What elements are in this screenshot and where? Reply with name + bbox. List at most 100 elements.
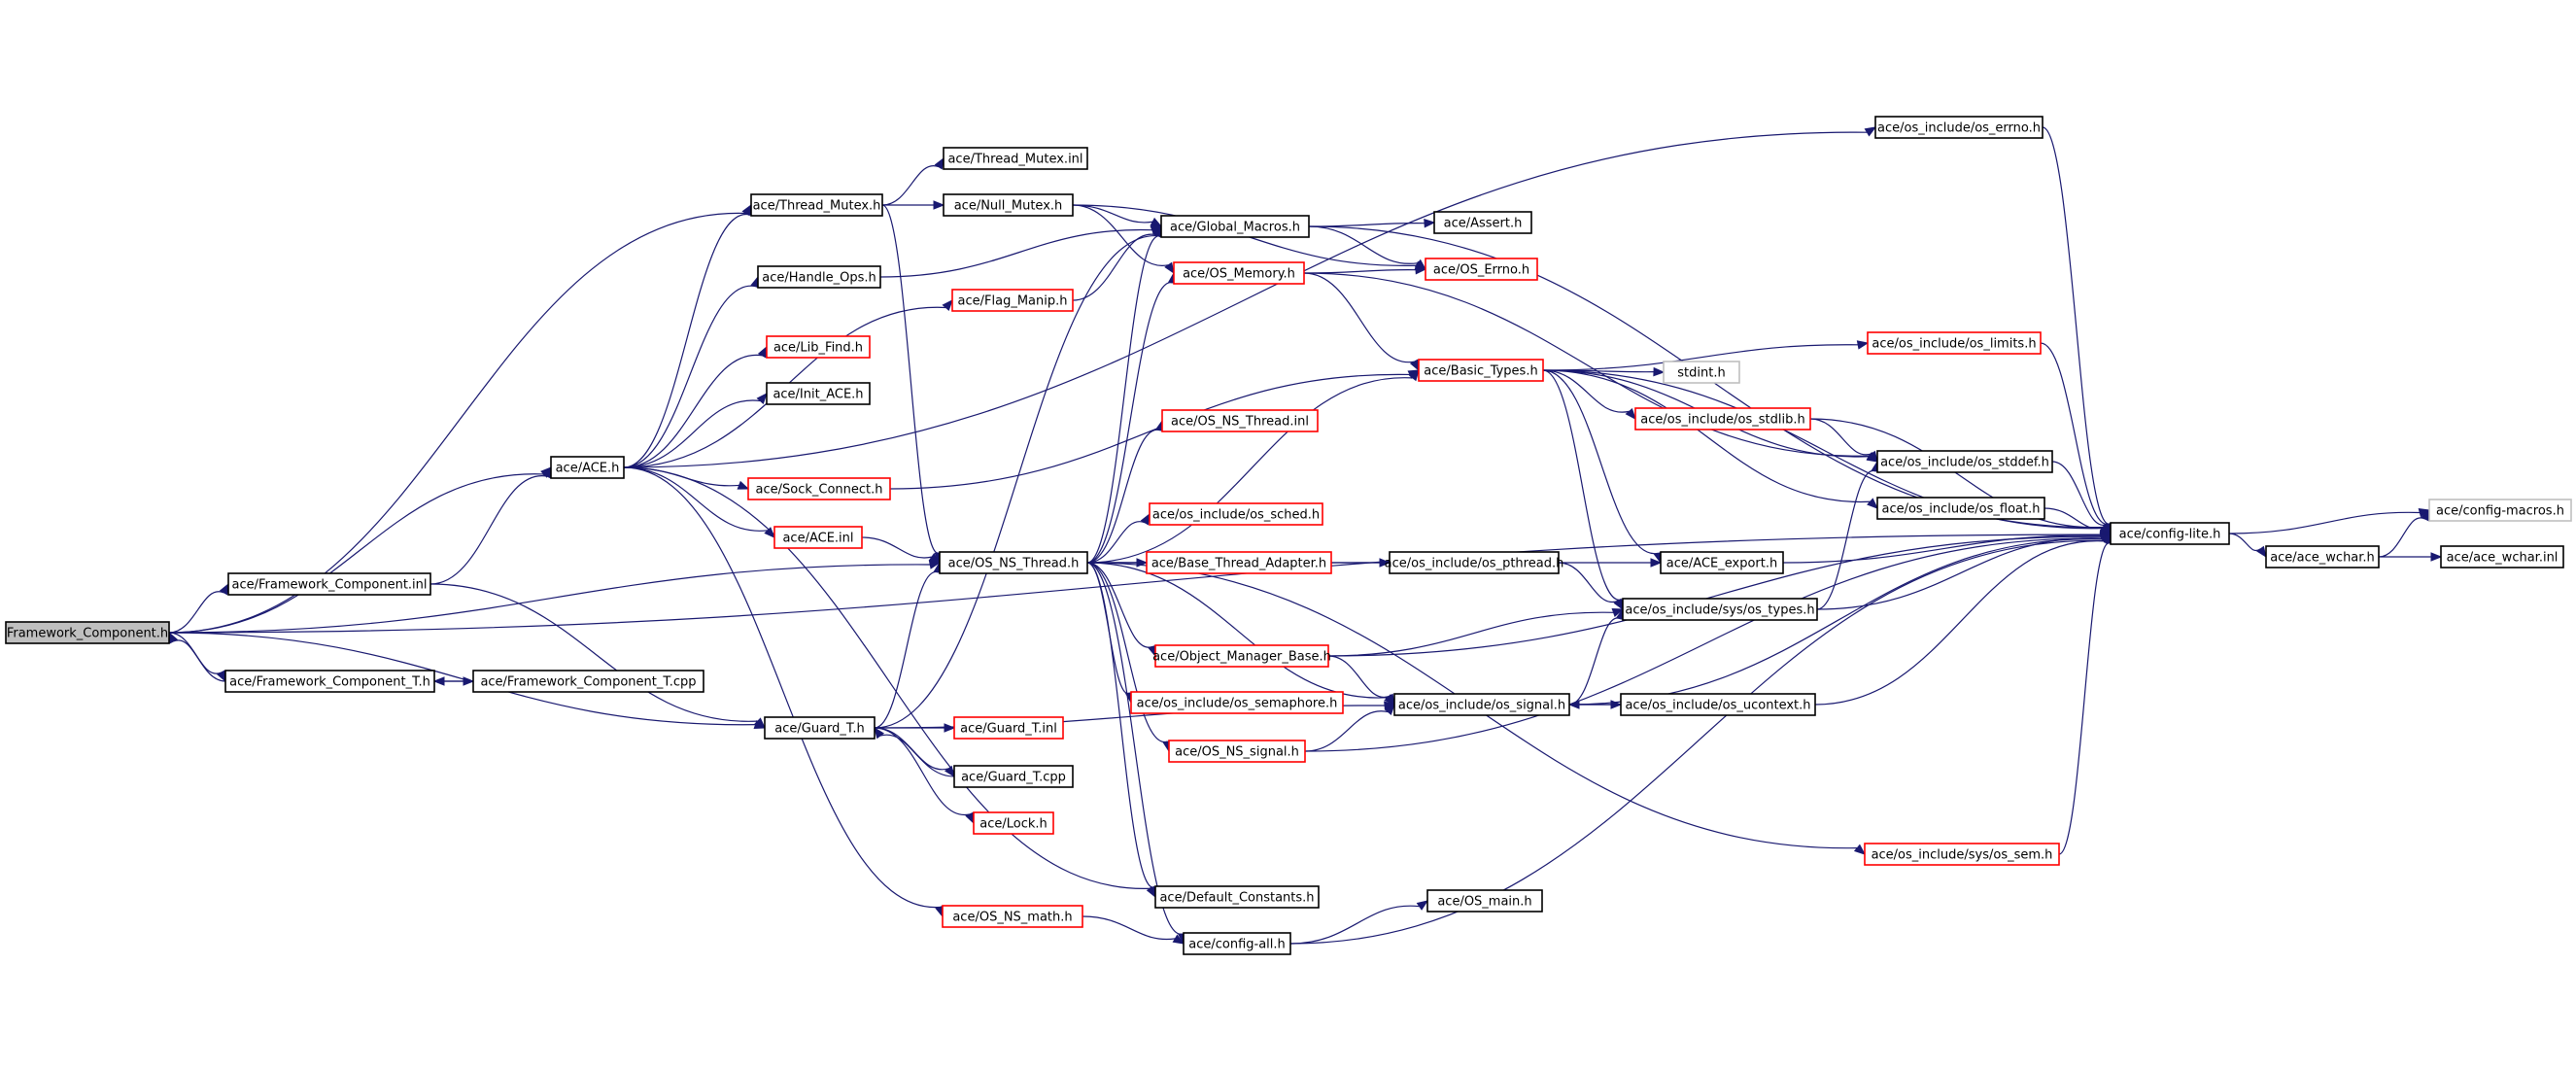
node-stdint-h[interactable]: stdint.h — [1663, 361, 1740, 384]
node-os-sched-h[interactable]: ace/os_include/os_sched.h — [1149, 502, 1323, 526]
edge-os_memory_h-to-os_errno_h — [1303, 269, 1417, 274]
node-os-errno-h[interactable]: ace/OS_Errno.h — [1425, 258, 1538, 281]
node-object-manager-base-h[interactable]: ace/Object_Manager_Base.h — [1152, 644, 1331, 668]
edge-fw_component_t_h-to-framework_component_h — [173, 639, 226, 682]
node-config-macros-h[interactable]: ace/config-macros.h — [2428, 499, 2572, 522]
node-os-stdlib-h[interactable]: ace/os_include/os_stdlib.h — [1634, 407, 1811, 431]
edge-guard_t_cpp-to-guard_t_h — [879, 734, 955, 777]
node-label: ace/Thread_Mutex.h — [753, 199, 881, 214]
node-box — [766, 335, 871, 359]
node-label: ace/Object_Manager_Base.h — [1152, 650, 1331, 665]
node-config-lite-h[interactable]: ace/config-lite.h — [2110, 522, 2230, 545]
node-os-semaphore-h[interactable]: ace/os_include/os_semaphore.h — [1130, 691, 1344, 714]
node-thread-mutex-inl[interactable]: ace/Thread_Mutex.inl — [943, 147, 1088, 170]
node-guard-t-h[interactable]: ace/Guard_T.h — [764, 716, 876, 740]
edge-null_mutex_h-to-os_memory_h — [1072, 204, 1169, 266]
node-os-sem-h[interactable]: ace/os_include/sys/os_sem.h — [1864, 843, 2060, 866]
edge-arrowhead — [1625, 407, 1636, 421]
node-os-memory-h[interactable]: ace/OS_Memory.h — [1173, 261, 1305, 285]
node-label: ace/Lib_Find.h — [773, 341, 863, 356]
edge-ace_h-to-thread_mutex_h — [623, 214, 749, 468]
node-os-stddef-h[interactable]: ace/os_include/os_stddef.h — [1876, 450, 2053, 473]
edge-arrowhead — [1613, 598, 1624, 611]
edge-ace_h-to-ace_inl — [623, 466, 769, 532]
node-basic-types-h[interactable]: ace/Basic_Types.h — [1418, 359, 1544, 382]
node-fw-component-t-cpp[interactable]: ace/Framework_Component_T.cpp — [472, 670, 704, 693]
edge-arrowhead — [933, 200, 945, 210]
node-box — [1867, 331, 2042, 355]
node-os-errno-inc-h[interactable]: ace/os_include/os_errno.h — [1874, 116, 2044, 139]
node-box — [953, 716, 1064, 740]
node-default-constants-h[interactable]: ace/Default_Constants.h — [1154, 885, 1320, 909]
edge-object_manager_base_h-to-os_signal_h — [1327, 655, 1390, 699]
node-fw-component-inl[interactable]: ace/Framework_Component.inl — [227, 572, 431, 596]
edge-arrowhead — [874, 726, 885, 740]
node-box — [942, 905, 1083, 928]
edge-ace_export_h-to-config_lite_h — [1782, 534, 2102, 564]
node-ace-h[interactable]: ace/ACE.h — [550, 456, 625, 479]
node-thread-mutex-h[interactable]: ace/Thread_Mutex.h — [750, 193, 883, 217]
node-ace-wchar-h[interactable]: ace/ace_wchar.h — [2265, 545, 2380, 568]
node-label: ace/ace_wchar.inl — [2447, 551, 2559, 566]
edge-arrowhead — [944, 723, 956, 733]
node-label: ace/Base_Thread_Adapter.h — [1151, 557, 1326, 571]
node-os-float-h[interactable]: ace/os_include/os_float.h — [1876, 497, 2045, 520]
edge-object_manager_base_h-to-config_lite_h — [1327, 535, 2102, 657]
node-os-signal-h[interactable]: ace/os_include/os_signal.h — [1393, 693, 1570, 716]
node-os-limits-h[interactable]: ace/os_include/os_limits.h — [1867, 331, 2042, 355]
node-guard-t-cpp[interactable]: ace/Guard_T.cpp — [953, 765, 1074, 788]
node-os-types-h[interactable]: ace/os_include/sys/os_types.h — [1622, 598, 1818, 621]
node-os-ns-math-h[interactable]: ace/OS_NS_math.h — [942, 905, 1083, 928]
node-framework-component-h[interactable]: Framework_Component.h — [5, 621, 170, 644]
edge-ace_h-to-os_ns_math_h — [623, 466, 940, 909]
node-init-ace-h[interactable]: ace/Init_ACE.h — [766, 382, 871, 405]
node-lib-find-h[interactable]: ace/Lib_Find.h — [766, 335, 871, 359]
edge-framework_component_h-to-config_lite_h — [168, 534, 2102, 634]
edge-os_ns_thread_h-to-default_constants_h — [1086, 562, 1155, 888]
node-guard-t-inl[interactable]: ace/Guard_T.inl — [953, 716, 1064, 740]
node-sock-connect-h[interactable]: ace/Sock_Connect.h — [747, 477, 891, 500]
node-box — [1634, 407, 1811, 431]
edge-arrowhead — [1408, 368, 1420, 382]
node-os-main-h[interactable]: ace/OS_main.h — [1426, 889, 1543, 913]
edge-arrowhead — [1867, 498, 1878, 509]
node-assert-h[interactable]: ace/Assert.h — [1433, 211, 1532, 234]
edge-arrowhead — [1424, 218, 1436, 228]
node-label: ace/Guard_T.h — [774, 722, 864, 737]
node-box — [764, 716, 876, 740]
node-box — [2428, 499, 2572, 522]
node-box — [1130, 691, 1344, 714]
node-global-macros-h[interactable]: ace/Global_Macros.h — [1160, 215, 1310, 238]
node-handle-ops-h[interactable]: ace/Handle_Ops.h — [757, 265, 881, 289]
node-os-ns-thread-h[interactable]: ace/OS_NS_Thread.h — [939, 551, 1088, 574]
node-fw-component-t-h[interactable]: ace/Framework_Component_T.h — [224, 670, 435, 693]
node-label: ace/OS_NS_Thread.h — [948, 557, 1080, 571]
edge-config_lite_h-to-ace_wchar_h — [2228, 533, 2261, 552]
node-flag-manip-h[interactable]: ace/Flag_Manip.h — [951, 289, 1074, 312]
edge-guard_t_h-to-lock_h — [874, 727, 970, 815]
edge-ace_inl-to-os_ns_thread_h — [861, 536, 933, 559]
node-os-pthread-h[interactable]: ace/os_include/os_pthread.h — [1385, 551, 1564, 574]
node-os-ns-signal-h[interactable]: ace/OS_NS_signal.h — [1168, 740, 1306, 763]
node-lock-h[interactable]: ace/Lock.h — [973, 811, 1054, 835]
node-ace-inl[interactable]: ace/ACE.inl — [773, 526, 863, 549]
node-label: ace/Global_Macros.h — [1170, 221, 1300, 235]
edge-config_all_h-to-os_main_h — [1289, 905, 1420, 945]
edge-config_all_h-to-config_lite_h — [1289, 539, 2105, 945]
node-config-all-h[interactable]: ace/config-all.h — [1183, 932, 1291, 955]
node-os-ucontext-h[interactable]: ace/os_include/os_ucontext.h — [1620, 693, 1816, 716]
edge-framework_component_h-to-fw_component_inl — [168, 591, 224, 634]
edge-arrowhead — [1650, 558, 1663, 568]
node-ace-export-h[interactable]: ace/ACE_export.h — [1660, 551, 1784, 574]
node-base-thread-adapter-h[interactable]: ace/Base_Thread_Adapter.h — [1146, 551, 1332, 574]
node-label: ace/Lock.h — [979, 817, 1048, 832]
edge-os_ns_thread_h-to-config_all_h — [1086, 562, 1183, 935]
node-label: ace/Guard_T.inl — [960, 722, 1057, 737]
node-box — [953, 765, 1074, 788]
node-box — [1161, 409, 1319, 432]
node-os-ns-thread-inl[interactable]: ace/OS_NS_Thread.inl — [1161, 409, 1319, 432]
node-null-mutex-h[interactable]: ace/Null_Mutex.h — [943, 193, 1074, 217]
node-label: ace/os_include/os_ucontext.h — [1625, 699, 1810, 713]
node-box — [1620, 693, 1816, 716]
node-ace-wchar-inl[interactable]: ace/ace_wchar.inl — [2440, 545, 2564, 568]
